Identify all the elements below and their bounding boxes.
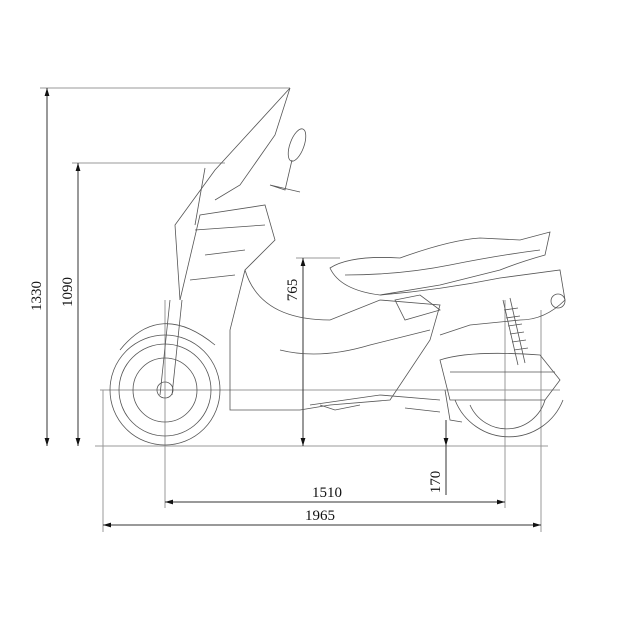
dimension-lines (44, 88, 541, 528)
rear-wheel (454, 399, 564, 438)
floorboard-and-body (244, 269, 441, 411)
label-1965: 1965 (305, 508, 335, 524)
label-170: 170 (428, 471, 444, 494)
label-1510: 1510 (312, 485, 342, 501)
engine-swingarm (439, 352, 561, 401)
rear-body (379, 269, 566, 336)
front-body (179, 204, 300, 411)
label-1090: 1090 (60, 277, 76, 307)
mirror (269, 128, 307, 193)
label-765: 765 (285, 279, 301, 302)
scooter-outline (109, 87, 566, 446)
windscreen (174, 87, 291, 301)
rear-shock (502, 297, 529, 366)
seat (329, 231, 551, 296)
front-fork (159, 299, 183, 396)
kickstand (319, 389, 463, 423)
label-1330: 1330 (29, 281, 45, 311)
